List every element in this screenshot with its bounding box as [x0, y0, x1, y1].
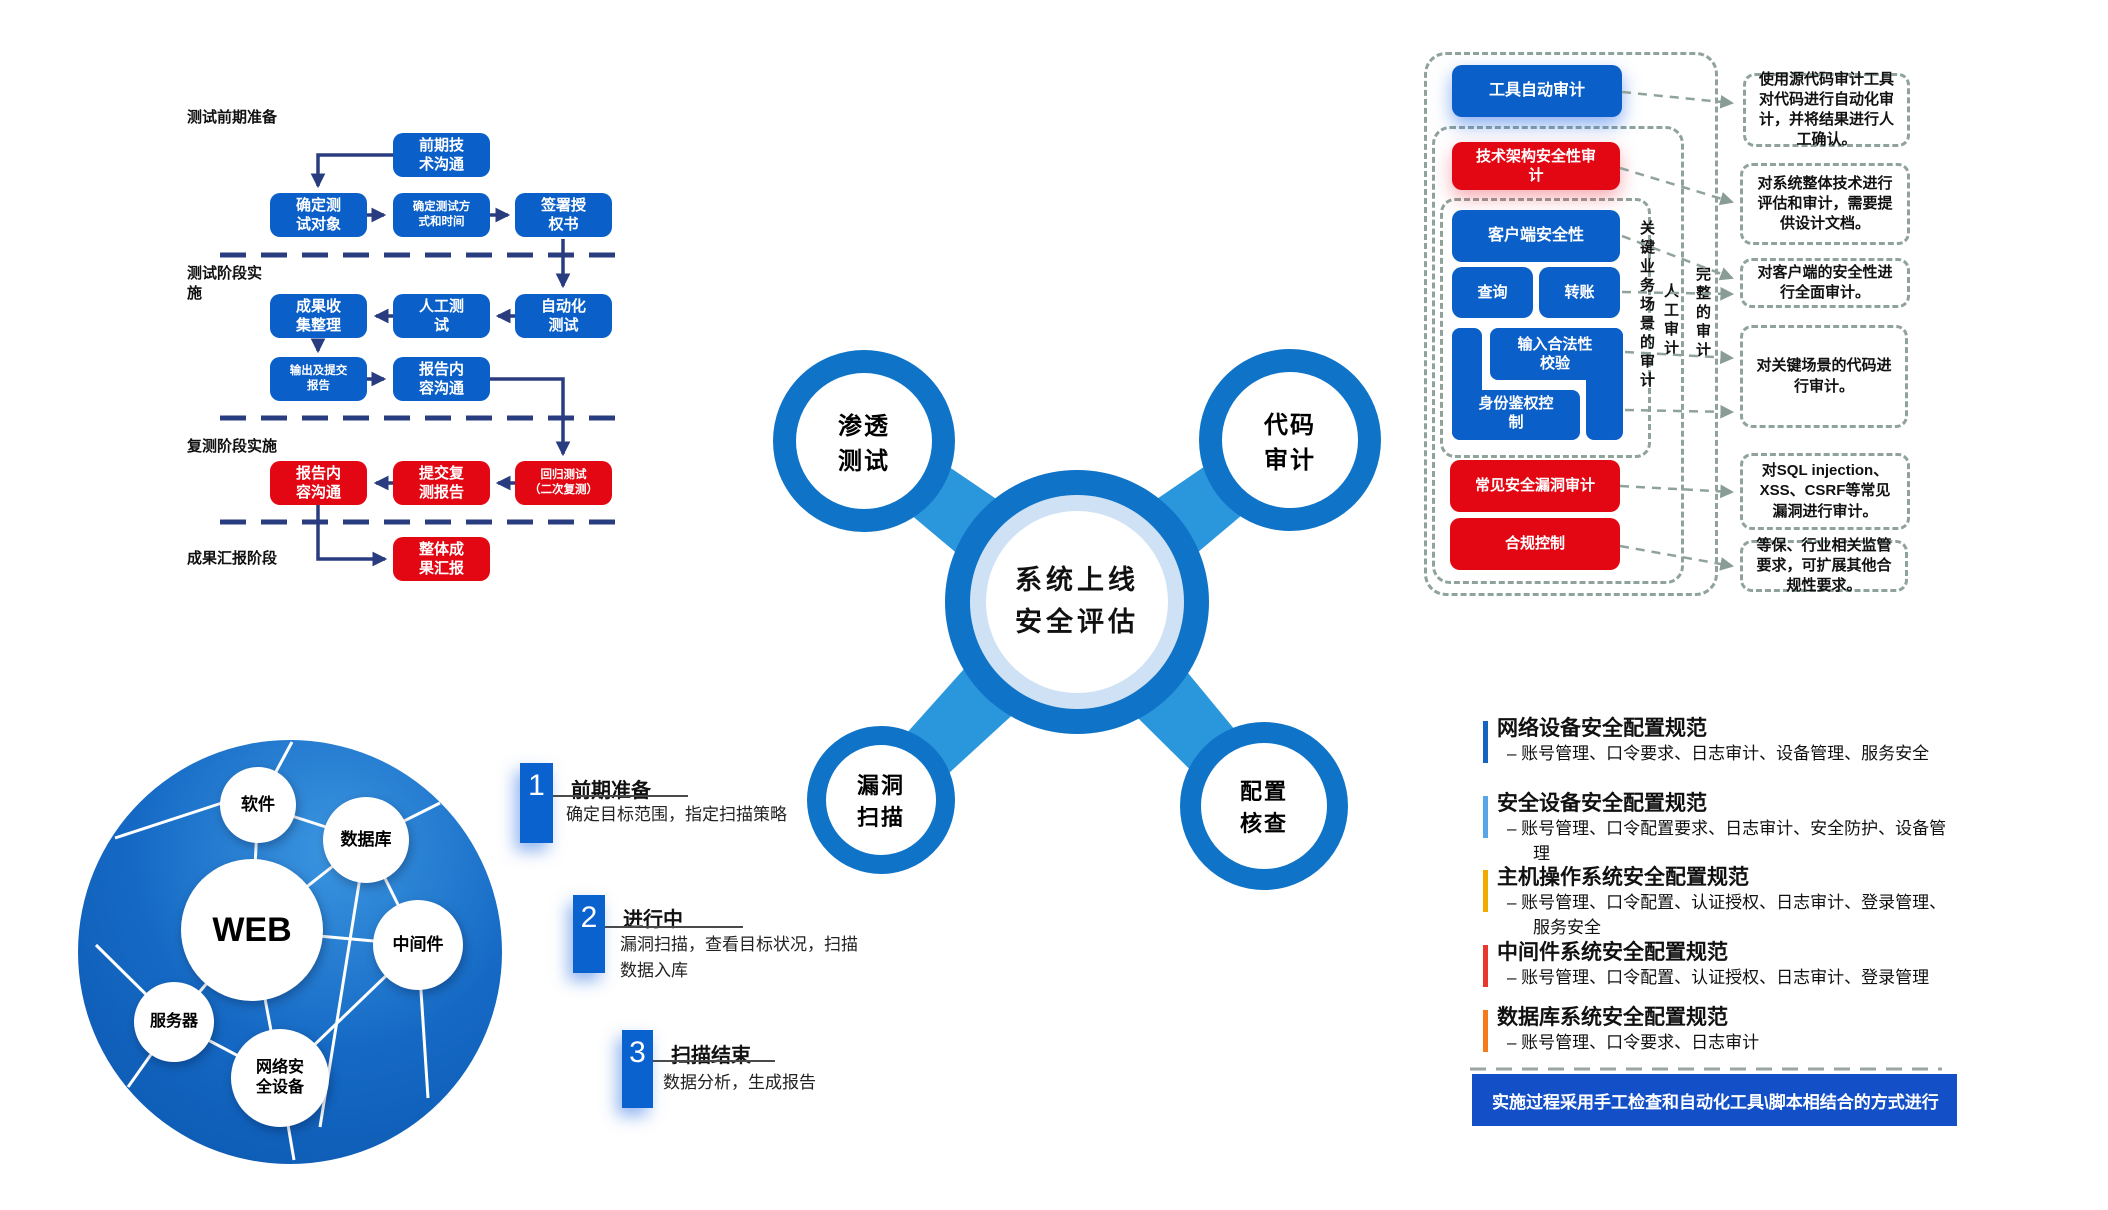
section-label-test-phase: 测试阶段实 施 — [187, 265, 263, 303]
implementation-banner: 实施过程采用手工检查和自动化工具\脚本相结合的方式进行 — [1472, 1074, 1957, 1126]
section-label-pretest: 测试前期准备 — [187, 109, 278, 126]
flow-box-auto-test: 自动化 测试 — [515, 294, 612, 338]
step-desc-3: 数据分析，生成报告 — [663, 1073, 816, 1092]
vertical-label-manual-audit: 人工审计 — [1662, 283, 1679, 359]
spec-title: 网络设备安全配置规范 — [1497, 717, 1707, 740]
spec-desc: – 账号管理、口令配置、认证授权、日志审计、登录管理 — [1507, 968, 1930, 988]
audit-note-tool: 使用源代码审计工具对代码进行自动化审计，并将结果进行人工确认。 — [1743, 71, 1910, 148]
spec-color-bar — [1483, 721, 1488, 763]
spec-item-host-os: 主机操作系统安全配置规范 – 账号管理、口令配置、认证授权、日志审计、登录管理、… — [1483, 865, 1946, 941]
asset-node-server: 服务器 — [134, 982, 214, 1062]
flow-box-retest-report-communication: 报告内 容沟通 — [270, 461, 367, 505]
flow-box-regression-test: 回归测试 （二次复测） — [515, 461, 612, 505]
audit-shape-right-bar — [1586, 328, 1623, 440]
satellite-config-check: 配置 核查 — [1180, 722, 1348, 890]
flow-box-authorization: 签署授 权书 — [515, 193, 612, 237]
spec-item-middleware: 中间件系统安全配置规范 – 账号管理、口令配置、认证授权、日志审计、登录管理 — [1483, 940, 1943, 991]
asset-node-web: WEB — [181, 859, 323, 1001]
step-title-3: 扫描结束 — [671, 1045, 751, 1067]
asset-node-database: 数据库 — [323, 797, 409, 883]
step-title-1: 前期准备 — [571, 780, 651, 802]
audit-box-auth-control: 身份鉴权控 制 — [1478, 394, 1554, 431]
step-underline-2 — [605, 926, 743, 928]
audit-box-client-security: 客户端安全性 — [1452, 210, 1620, 262]
section-label-retest-phase: 复测阶段实施 — [187, 438, 278, 455]
spec-title: 中间件系统安全配置规范 — [1497, 941, 1728, 964]
audit-box-query: 查询 — [1452, 267, 1533, 318]
flow-box-report-communication: 报告内 容沟通 — [393, 357, 490, 401]
flow-box-method-time: 确定测试方 式和时间 — [393, 193, 490, 237]
audit-box-compliance: 合规控制 — [1450, 518, 1620, 570]
step-number-3: 3 — [622, 1030, 653, 1108]
vertical-label-key-business: 关键业务场景的审计 — [1638, 220, 1655, 391]
step-desc-1: 确定目标范围，指定扫描策略 — [566, 805, 787, 824]
satellite-vuln-scan: 漏洞 扫描 — [807, 726, 955, 874]
flow-box-define-target: 确定测 试对象 — [270, 193, 367, 237]
step-underline-1 — [553, 795, 688, 797]
flow-box-submit-report: 输出及提交 报告 — [270, 357, 367, 401]
flow-box-collect-results: 成果收 集整理 — [270, 294, 367, 338]
audit-container-outer — [1424, 52, 1718, 596]
section-label-report-phase: 成果汇报阶段 — [187, 550, 278, 567]
hub-center-label: 系统上线 安全评估 — [986, 511, 1168, 693]
spec-desc: – 账号管理、口令要求、日志审计、设备管理、服务安全 — [1507, 744, 1930, 764]
audit-box-common-vuln: 常见安全漏洞审计 — [1450, 460, 1620, 512]
flow-box-submit-retest-report: 提交复 测报告 — [393, 461, 490, 505]
spec-title: 安全设备安全配置规范 — [1497, 792, 1707, 815]
audit-note-key-scene: 对关键场景的代码进行审计。 — [1740, 325, 1908, 428]
audit-box-transfer: 转账 — [1539, 267, 1620, 318]
satellite-pentest: 渗透 测试 — [773, 350, 955, 532]
asset-node-net-device: 网络安 全设备 — [231, 1029, 329, 1127]
step-number-1: 1 — [520, 763, 553, 843]
flow-box-final-report: 整体成 果汇报 — [393, 537, 490, 581]
spec-color-bar — [1483, 870, 1488, 912]
spec-item-network-device: 网络设备安全配置规范 – 账号管理、口令要求、日志审计、设备管理、服务安全 — [1483, 716, 1943, 767]
spec-color-bar — [1483, 1010, 1488, 1052]
audit-note-architecture: 对系统整体技术进行评估和审计，需要提供设计文档。 — [1740, 163, 1910, 245]
audit-box-tool-audit: 工具自动审计 — [1452, 65, 1622, 117]
flow-box-manual-test: 人工测 试 — [393, 294, 490, 338]
spec-title: 数据库系统安全配置规范 — [1497, 1006, 1728, 1029]
audit-box-input-validation: 输入合法性 校验 — [1517, 335, 1593, 372]
audit-shape-bottom-bar — [1452, 390, 1580, 440]
step-underline-3 — [653, 1060, 775, 1062]
spec-desc: – 账号管理、口令配置要求、日志审计、安全防护、设备管理 — [1507, 819, 1947, 863]
satellite-code-audit: 代码 审计 — [1199, 349, 1381, 531]
asset-node-software: 软件 — [220, 767, 296, 843]
step-title-2: 进行中 — [623, 909, 683, 931]
flow-box-pre-communication: 前期技 术沟通 — [393, 133, 490, 177]
vertical-label-complete-audit: 完整的审计 — [1694, 266, 1711, 361]
step-desc-2: 漏洞扫描，查看目标状况，扫描 数据入库 — [620, 935, 858, 980]
audit-note-compliance: 等保、行业相关监管要求，可扩展其他合规性要求。 — [1740, 537, 1908, 594]
spec-item-database: 数据库系统安全配置规范 – 账号管理、口令要求、日志审计 — [1483, 1005, 1943, 1056]
spec-color-bar — [1483, 796, 1488, 838]
step-number-2: 2 — [573, 895, 605, 973]
audit-note-client: 对客户端的安全性进行全面审计。 — [1740, 258, 1910, 308]
spec-desc: – 账号管理、口令配置、认证授权、日志审计、登录管理、服务安全 — [1507, 893, 1947, 937]
audit-container-inner — [1440, 198, 1651, 458]
spec-desc: – 账号管理、口令要求、日志审计 — [1507, 1033, 1760, 1053]
audit-box-architecture-audit: 技术架构安全性审 计 — [1452, 142, 1620, 190]
audit-note-common-vuln: 对SQL injection、XSS、CSRF等常见漏洞进行审计。 — [1740, 453, 1910, 530]
asset-node-middleware: 中间件 — [373, 900, 463, 990]
spec-color-bar — [1483, 945, 1488, 987]
spec-title: 主机操作系统安全配置规范 — [1497, 866, 1749, 889]
spec-item-security-device: 安全设备安全配置规范 – 账号管理、口令配置要求、日志审计、安全防护、设备管理 — [1483, 791, 1946, 867]
